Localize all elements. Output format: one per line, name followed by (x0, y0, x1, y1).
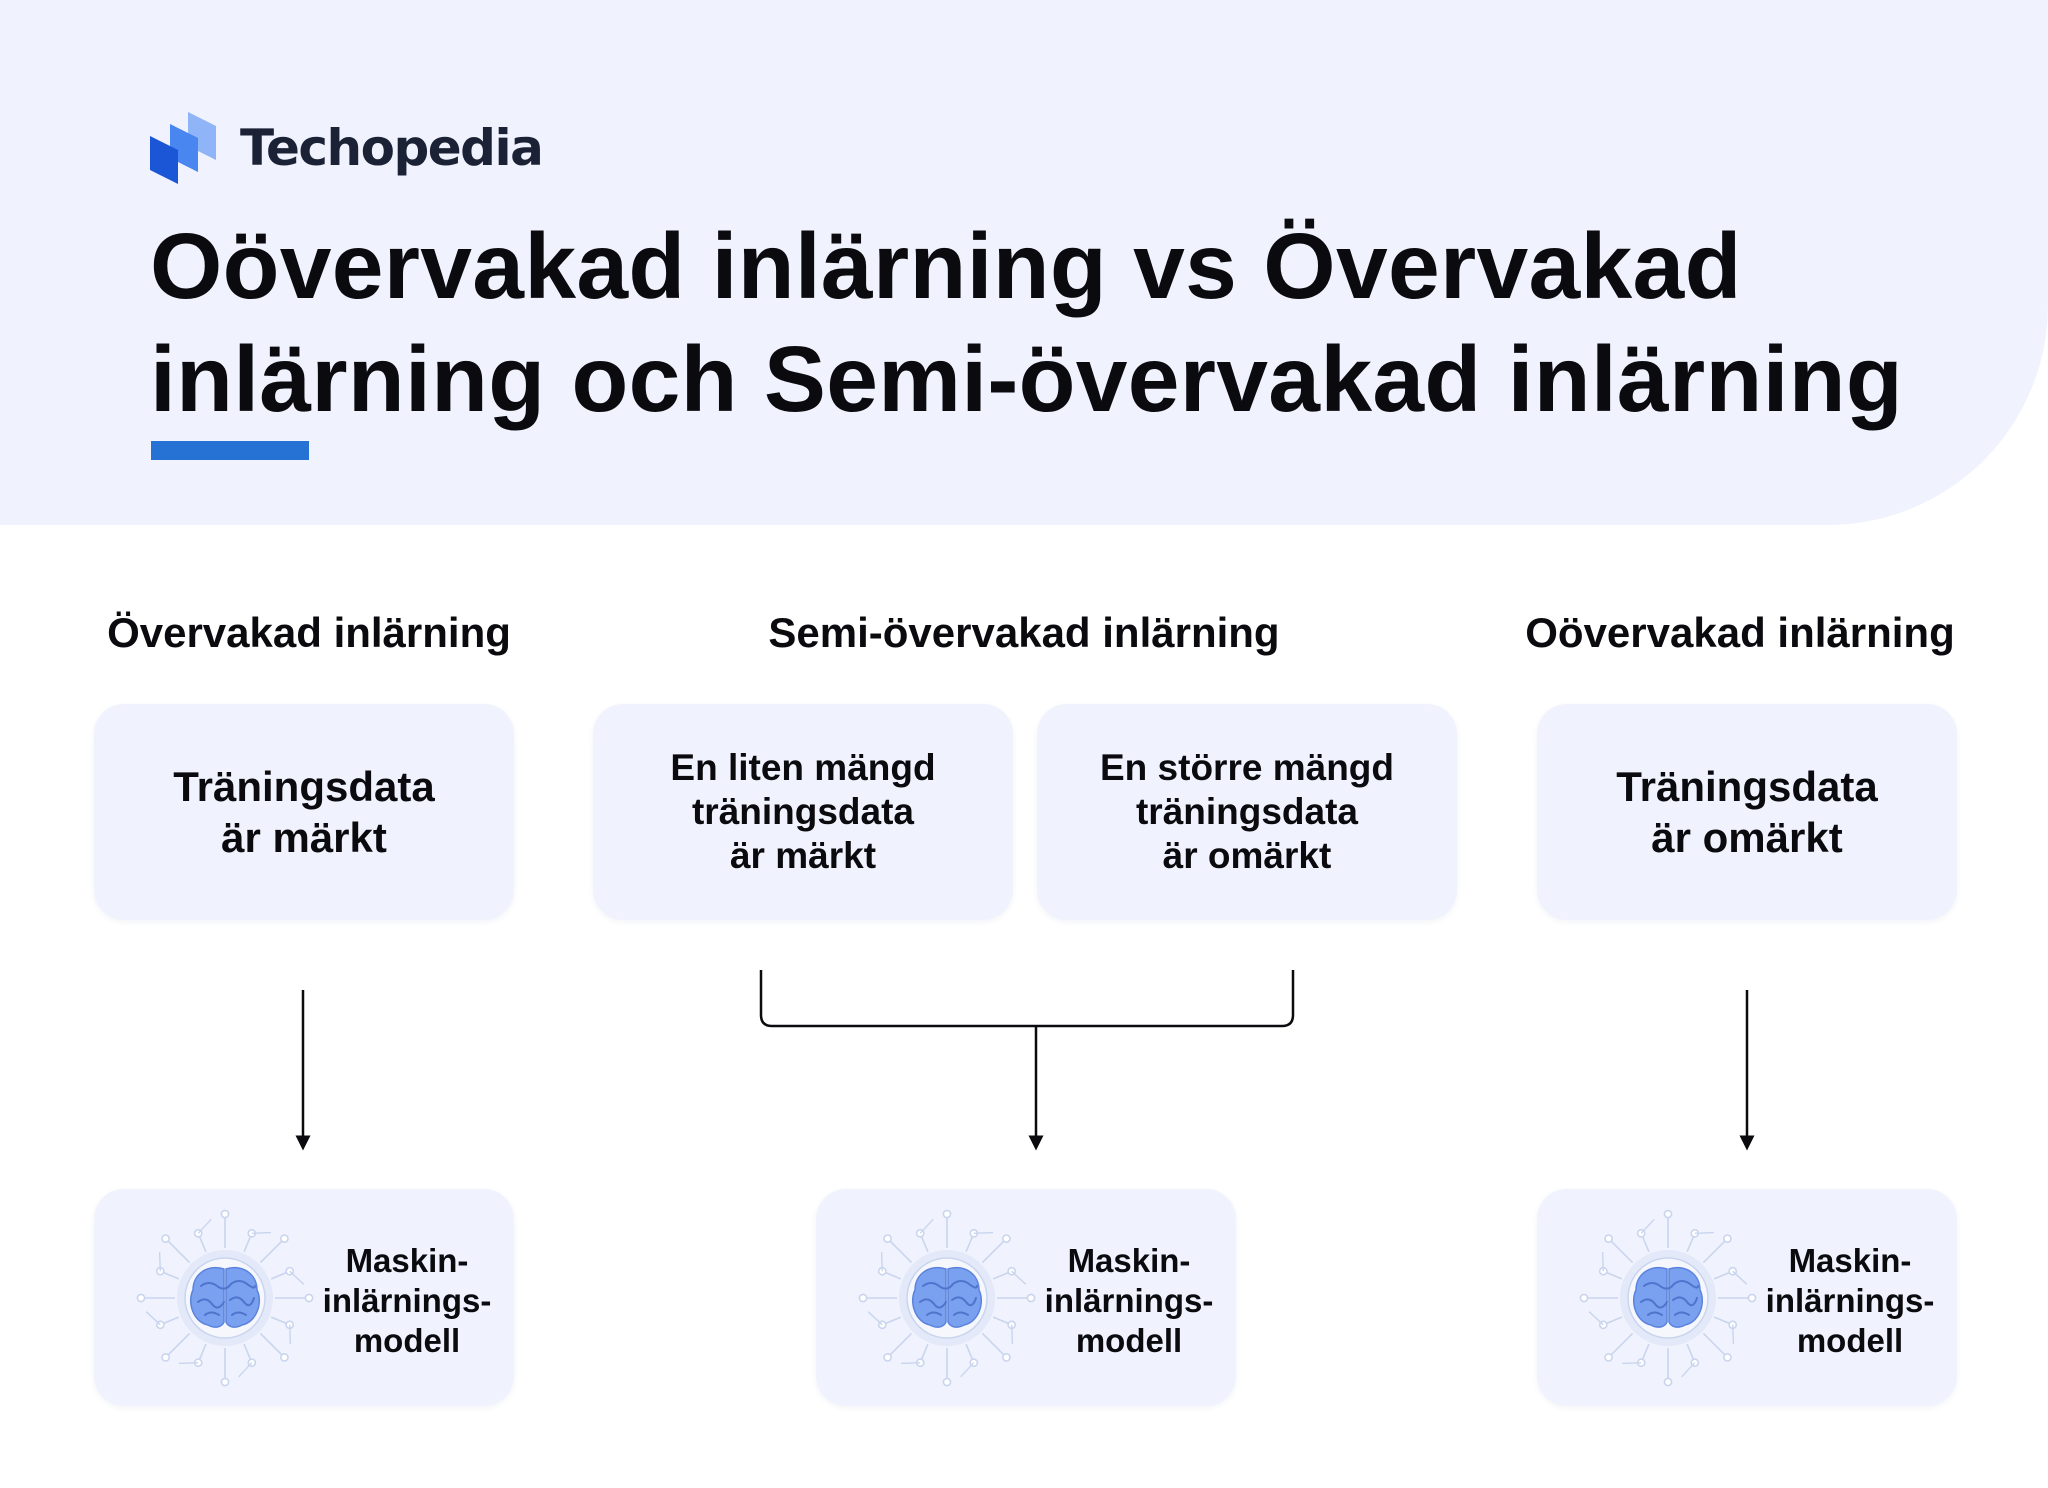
model-label: Maskin- inlärnings- modell (312, 1241, 502, 1361)
card-text-line: träningsdata (1135, 791, 1359, 832)
heading-semi-supervised: Semi-övervakad inlärning (768, 609, 1280, 656)
card-text-line: Träningsdata (1616, 763, 1878, 810)
card-text-line: är omärkt (1162, 835, 1332, 876)
techopedia-logo-icon (150, 112, 216, 184)
title-line-2: inlärning och Semi-övervakad inlärning (150, 327, 1903, 431)
unsupervised-model-card: Maskin- inlärnings- modell (1537, 1189, 1957, 1406)
brand-name: Techopedia (240, 119, 544, 177)
brain-circuit-icon (1577, 1207, 1759, 1389)
model-label-line: modell (1796, 1322, 1904, 1359)
model-label-line: inlärnings- (1044, 1282, 1214, 1319)
card-text-line: är märkt (221, 814, 387, 861)
supervised-data-card: Träningsdata är märkt (94, 704, 514, 920)
model-label-line: inlärnings- (1765, 1282, 1935, 1319)
model-label-line: Maskin- (1788, 1242, 1912, 1279)
title-underline (151, 441, 309, 460)
semi-unlabeled-data-card: En större mängd träningsdata är omärkt (1037, 704, 1457, 920)
brain-circuit-icon (134, 1207, 316, 1389)
card-text-line: En större mängd (1100, 747, 1394, 788)
heading-supervised: Övervakad inlärning (107, 609, 511, 656)
model-label-line: Maskin- (1067, 1242, 1191, 1279)
brain-circuit-icon (856, 1207, 1038, 1389)
model-label-line: inlärnings- (322, 1282, 492, 1319)
model-label-line: modell (1075, 1322, 1183, 1359)
supervised-model-card: Maskin- inlärnings- modell (94, 1189, 514, 1406)
model-label-line: modell (353, 1322, 461, 1359)
semi-labeled-data-card: En liten mängd träningsdata är märkt (593, 704, 1013, 920)
card-text-line: En liten mängd (670, 747, 936, 788)
semi-supervised-model-card: Maskin- inlärnings- modell (816, 1189, 1236, 1406)
logo: Techopedia (150, 112, 544, 184)
model-label: Maskin- inlärnings- modell (1755, 1241, 1945, 1361)
card-text-line: är märkt (729, 835, 877, 876)
model-label-line: Maskin- (345, 1242, 469, 1279)
card-text-line: träningsdata (691, 791, 915, 832)
card-text-line: är omärkt (1651, 814, 1843, 861)
unsupervised-data-card: Träningsdata är omärkt (1537, 704, 1957, 920)
model-label: Maskin- inlärnings- modell (1034, 1241, 1224, 1361)
card-text-line: Träningsdata (173, 763, 435, 810)
page-title: Oövervakad inlärning vs Övervakad inlärn… (150, 210, 1990, 436)
header-band (0, 0, 2048, 525)
semi-bracket (759, 970, 1295, 1028)
heading-unsupervised: Oövervakad inlärning (1525, 609, 1955, 656)
title-line-1: Oövervakad inlärning vs Övervakad (150, 214, 1742, 318)
